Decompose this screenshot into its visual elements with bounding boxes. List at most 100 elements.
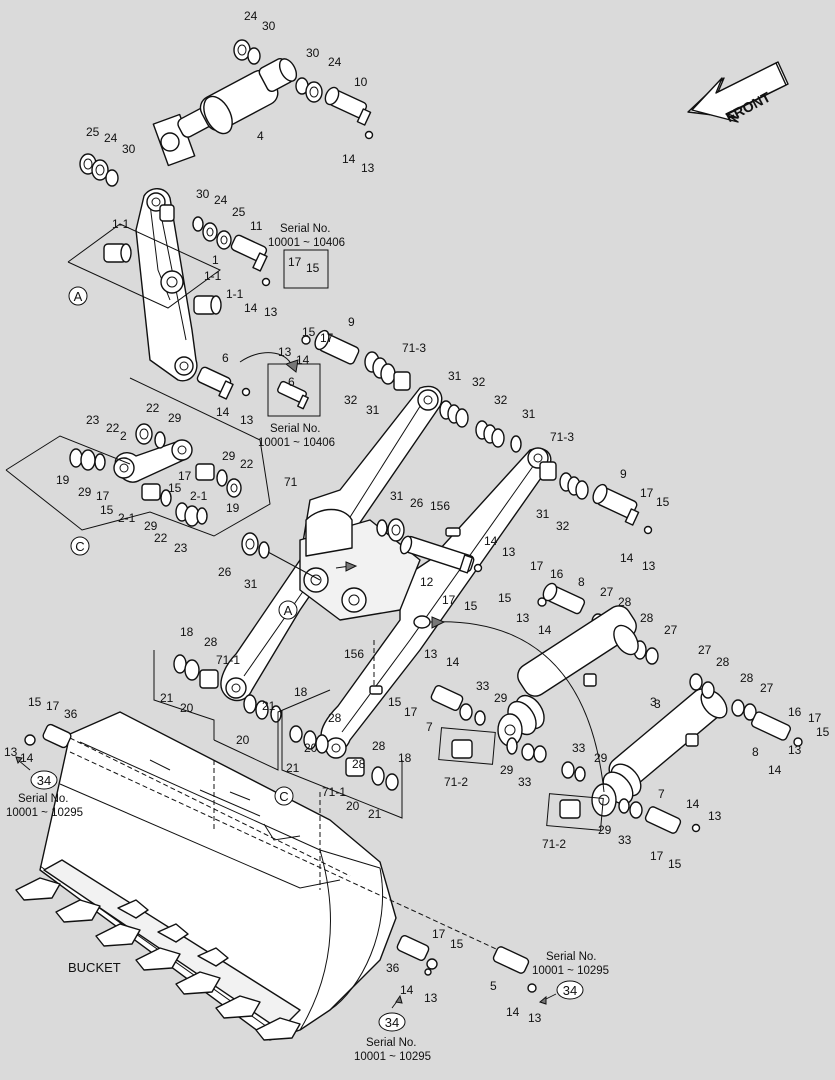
serial-title: Serial No. — [18, 793, 69, 805]
part-callout: 31 — [536, 507, 550, 521]
part-callout: 13 — [642, 559, 656, 573]
part-callout: 15 — [668, 857, 682, 871]
detail-a-frame — [67, 223, 221, 309]
boom-bottom-bushings — [173, 654, 399, 791]
part-callout: 31 — [448, 369, 462, 383]
tilt-cylinder — [152, 58, 298, 167]
part-callout: 14 — [216, 405, 230, 419]
seal-stacks-boom — [439, 400, 589, 500]
part-callout: 2-1 — [190, 489, 208, 503]
part-callout: 22 — [154, 531, 168, 545]
part-callout: 30 — [262, 19, 276, 33]
part-callout: 7 — [658, 787, 665, 801]
part-callout: 21 — [262, 699, 276, 713]
part-callout: 15 — [656, 495, 670, 509]
part-callout: 26 — [218, 565, 232, 579]
pin-12 — [399, 535, 483, 574]
part-callout: 17 — [404, 705, 418, 719]
part-callout: 6 — [222, 351, 229, 365]
part-callout: 3 — [654, 697, 661, 711]
bucket — [39, 711, 397, 1041]
box-71-2-left — [438, 727, 496, 765]
part-callout: 33 — [476, 679, 490, 693]
serial-range: 10001 ~ 10406 — [268, 237, 345, 249]
part-callout: 24 — [244, 9, 258, 23]
inset-pin-6 — [277, 380, 309, 410]
part-callout: 1-1 — [204, 269, 222, 283]
part-callout: 12 — [420, 575, 434, 589]
part-callout: 15 — [28, 695, 42, 709]
part-callout: 19 — [56, 473, 70, 487]
pin-9-right — [592, 483, 653, 535]
part-callout: 14 — [20, 751, 34, 765]
part-callout: 14 — [244, 301, 258, 315]
part-callout: 28 — [372, 739, 386, 753]
pin-11-group — [192, 216, 271, 287]
part-callout: 16 — [788, 705, 802, 719]
part-callout: 28 — [740, 671, 754, 685]
part-callout: 29 — [168, 411, 182, 425]
part-callout: 29 — [594, 751, 608, 765]
part-callout: 20 — [180, 701, 194, 715]
pin-9-top — [301, 329, 360, 365]
part-callout: 30 — [196, 187, 210, 201]
detail-c-frame-1 — [5, 435, 131, 471]
part-callout: 15 — [302, 325, 316, 339]
detail-c-frame-2 — [5, 377, 271, 537]
inset-arrow — [239, 352, 293, 367]
part-callout: 24 — [104, 131, 118, 145]
part-callout: 14 — [620, 551, 634, 565]
part-callout: 10 — [354, 75, 368, 89]
part-callout: 17 — [178, 469, 192, 483]
detail-ref-34: 34 — [385, 1015, 399, 1030]
serial-range: 10001 ~ 10295 — [532, 965, 609, 977]
part-callout: 14 — [538, 623, 552, 637]
part-callout: 1-1 — [112, 217, 130, 231]
part-callout: 21 — [160, 691, 174, 705]
part-callout: 27 — [600, 585, 614, 599]
part-callout: 18 — [294, 685, 308, 699]
part-callout: 15 — [100, 503, 114, 517]
part-callout: 20 — [304, 741, 318, 755]
part-callout: 20 — [346, 799, 360, 813]
part-callout: 27 — [760, 681, 774, 695]
part-callout: 1 — [212, 253, 219, 267]
part-callout: 21 — [368, 807, 382, 821]
bucket-teeth — [15, 877, 301, 1041]
part-callout: 25 — [232, 205, 246, 219]
pin-10 — [324, 86, 374, 140]
part-callout: 17 — [808, 711, 822, 725]
part-callout: 17 — [442, 593, 456, 607]
part-callout: 17 — [640, 486, 654, 500]
boom-71 — [220, 385, 552, 759]
part-callout: 156 — [344, 647, 364, 661]
part-callout: 18 — [180, 625, 194, 639]
part-callout: 3 — [650, 695, 657, 709]
pin-8-right — [689, 673, 803, 747]
part-callout: 24 — [328, 55, 342, 69]
part-callout: 13 — [516, 611, 530, 625]
part-callout: 13 — [502, 545, 516, 559]
part-callout: 71-2 — [444, 775, 468, 789]
part-callout: 13 — [361, 161, 375, 175]
part-callout: 14 — [686, 797, 700, 811]
part-callout: 7 — [426, 720, 433, 734]
serial-title: Serial No. — [546, 951, 597, 963]
inset-label: 6 — [288, 375, 295, 389]
part-callout: 14 — [446, 655, 460, 669]
part-callout: 13 — [424, 991, 438, 1005]
part-callout: 30 — [306, 46, 320, 60]
part-callout: 28 — [328, 711, 342, 725]
part-callout: 21 — [286, 761, 300, 775]
part-callout: 14 — [296, 353, 310, 367]
part-callout: 2-1 — [118, 511, 136, 525]
detail-ref-c: C — [75, 539, 84, 554]
serial-title: Serial No. — [280, 223, 331, 235]
part-callout: 17 — [320, 331, 334, 345]
serial-title: Serial No. — [366, 1037, 417, 1049]
part-callout: 71 — [284, 475, 298, 489]
part-callout: 29 — [598, 823, 612, 837]
part-callout: 15 — [464, 599, 478, 613]
part-callout: 28 — [618, 595, 632, 609]
part-callout: 36 — [386, 961, 400, 975]
